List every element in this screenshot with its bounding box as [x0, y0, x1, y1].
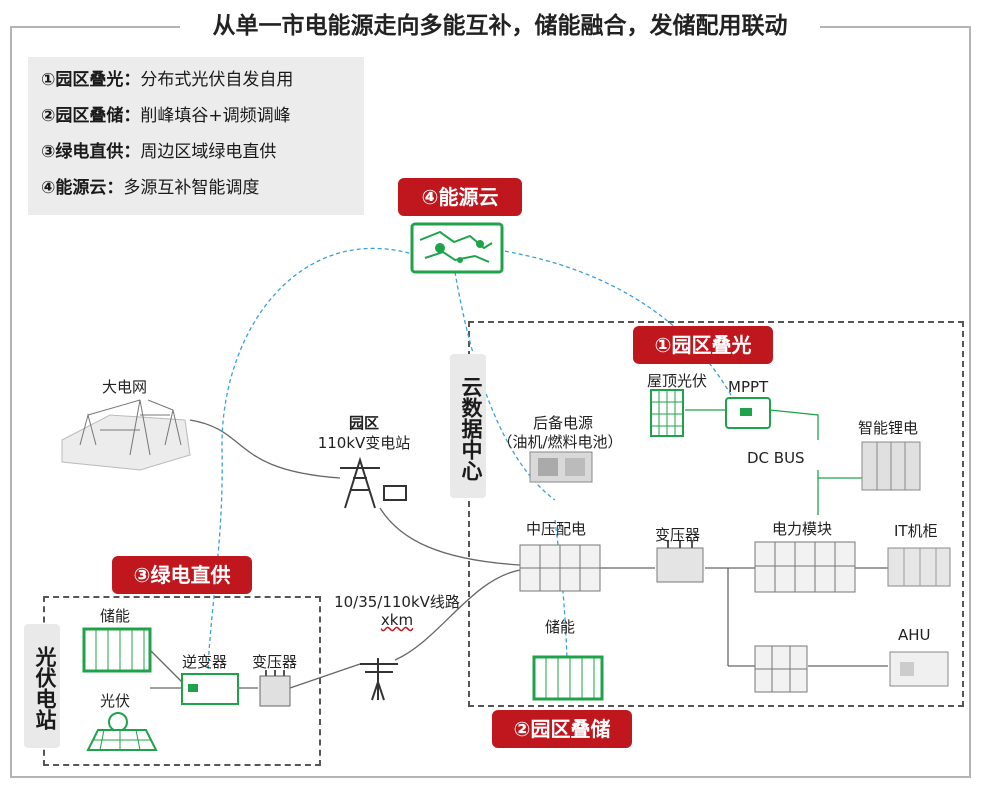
transmission-pole-icon	[360, 658, 398, 701]
ahu-icon	[889, 651, 949, 687]
legend-item-energy-cloud: ④能源云：多源互补智能调度	[41, 178, 260, 198]
smart-lithium-icon	[861, 441, 921, 491]
line-label-2: xkm	[380, 611, 414, 629]
energy-cloud-screen-icon	[410, 222, 504, 274]
transformer-dc-label: 变压器	[655, 526, 701, 544]
cloud-datacenter-label: 云数据中心	[450, 354, 486, 498]
line-label-1: 10/35/110kV线路	[334, 593, 460, 611]
power-lines	[149, 419, 888, 689]
backup-label-2: （油机/燃料电池）	[497, 433, 623, 451]
legend-box: ①园区叠光：分布式光伏自发自用 ②园区叠储：削峰填谷+调频调峰 ③绿电直供：周边…	[28, 57, 364, 215]
it-rack-label: IT机柜	[894, 522, 938, 540]
badge-green-direct: ③绿电直供	[112, 556, 252, 594]
cloud-datacenter-region	[468, 321, 964, 707]
transformer-dc-icon	[656, 540, 704, 583]
ahu-distribution-icon	[754, 645, 808, 693]
dc-bus-label: DC BUS	[747, 449, 805, 467]
transformer-pv-icon	[259, 670, 291, 707]
storage-pv-label: 储能	[100, 607, 131, 625]
substation-label-2: 110kV变电站	[317, 434, 411, 452]
dc-bus-lines	[685, 409, 862, 515]
power-module-icon	[754, 541, 856, 593]
mv-dist-label: 中压配电	[526, 520, 587, 538]
rooftop-pv-icon	[650, 389, 684, 437]
legend-item-park-pv: ①园区叠光：分布式光伏自发自用	[41, 70, 294, 90]
grid-label: 大电网	[102, 378, 148, 396]
storage-dc-icon	[532, 655, 604, 701]
substation-tower-icon	[340, 456, 407, 509]
mv-distribution-icon	[519, 544, 601, 592]
it-rack-icon	[887, 547, 951, 587]
storage-pv-icon	[82, 627, 152, 673]
pv-panel-icon	[86, 712, 158, 751]
mppt-label: MPPT	[728, 378, 769, 396]
rooftop-pv-label: 屋顶光伏	[647, 372, 708, 390]
diagram-title: 从单一市电能源走向多能互补，储能融合，发储配用联动	[180, 8, 820, 44]
storage-dc-label: 储能	[545, 618, 576, 636]
pv-label: 光伏	[100, 692, 131, 710]
pv-station-label: 光伏电站	[24, 624, 60, 748]
substation-label-1: 园区	[348, 414, 379, 432]
badge-park-pv: ①园区叠光	[633, 326, 773, 364]
inverter-icon	[181, 673, 239, 705]
mppt-icon	[725, 397, 771, 429]
inverter-label: 逆变器	[182, 653, 228, 671]
ahu-label: AHU	[898, 626, 931, 644]
badge-park-storage: ②园区叠储	[492, 710, 632, 748]
legend-item-green-direct: ③绿电直供：周边区域绿电直供	[41, 142, 277, 162]
badge-energy-cloud: ④能源云	[398, 178, 522, 216]
backup-label-1: 后备电源	[532, 414, 593, 432]
legend-item-park-storage: ②园区叠储：削峰填谷+调频调峰	[41, 106, 291, 126]
smart-lithium-label: 智能锂电	[858, 419, 919, 437]
power-module-label: 电力模块	[772, 520, 833, 538]
transformer-pv-label: 变压器	[252, 653, 298, 671]
power-grid-icon	[61, 399, 191, 471]
backup-generator-icon	[529, 451, 593, 483]
